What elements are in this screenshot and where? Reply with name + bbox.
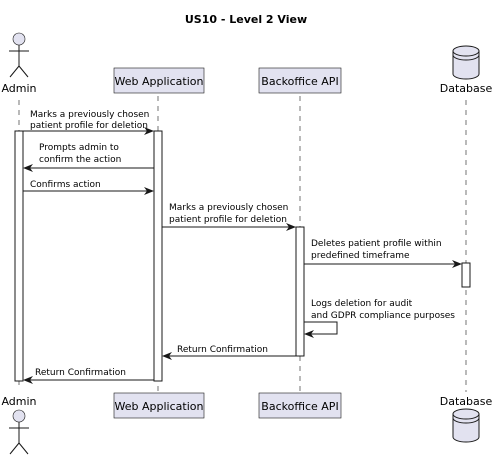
message-2: Prompts admin to confirm the action [23, 143, 154, 172]
backoffice-box-top: Backoffice API [258, 67, 342, 94]
admin-activation [14, 130, 24, 382]
actor-icon [9, 32, 29, 78]
message-1: Marks a previously chosen patient profil… [23, 110, 154, 135]
backoffice-box-bottom: Backoffice API [258, 392, 342, 419]
webapp-box-top: Web Application [113, 67, 205, 94]
message-8-line-1: Return Confirmation [35, 368, 126, 378]
database-activation [461, 262, 471, 288]
message-8: Return Confirmation [23, 368, 154, 384]
message-4-line-2: patient profile for deletion [169, 215, 287, 225]
message-3: Confirms action [23, 180, 154, 195]
webapp-activation [153, 130, 163, 382]
message-5: Deletes patient profile within predefine… [304, 239, 462, 268]
database-bottom: Database [440, 395, 493, 443]
message-2-line-2: confirm the action [39, 155, 121, 165]
participant-label-admin-bottom: Admin [1, 395, 36, 408]
diagram-title: US10 - Level 2 View [185, 13, 307, 26]
message-3-line-1: Confirms action [30, 180, 101, 190]
webapp-box-bottom: Web Application [113, 392, 205, 419]
message-5-line-2: predefined timeframe [311, 251, 410, 261]
participant-label-database-bottom: Database [440, 395, 493, 408]
participant-label-webapp-bottom: Web Application [115, 400, 204, 413]
participant-label-admin: Admin [1, 82, 36, 95]
message-6: Logs deletion for audit and GDPR complia… [304, 299, 455, 338]
participant-label-database: Database [440, 82, 493, 95]
message-7-line-1: Return Confirmation [177, 345, 268, 355]
admin-actor-bottom: Admin [1, 395, 37, 455]
message-5-line-1: Deletes patient profile within [311, 239, 442, 249]
participant-label-backoffice-bottom: Backoffice API [261, 400, 338, 413]
message-1-line-2: patient profile for deletion [30, 121, 148, 131]
participant-label-webapp: Web Application [115, 75, 204, 88]
database-icon [452, 408, 480, 443]
admin-actor-top: Admin [1, 32, 37, 95]
participant-label-backoffice: Backoffice API [261, 75, 338, 88]
message-6-line-2: and GDPR compliance purposes [311, 311, 455, 321]
message-1-line-1: Marks a previously chosen [30, 110, 149, 120]
database-icon [452, 45, 480, 80]
actor-icon [9, 409, 29, 455]
message-4: Marks a previously chosen patient profil… [162, 203, 296, 231]
message-2-line-1: Prompts admin to [39, 143, 119, 153]
database-top: Database [440, 45, 493, 95]
message-6-line-1: Logs deletion for audit [311, 299, 413, 309]
message-4-line-1: Marks a previously chosen [169, 203, 288, 213]
message-7: Return Confirmation [162, 345, 296, 360]
backoffice-activation [295, 226, 305, 357]
